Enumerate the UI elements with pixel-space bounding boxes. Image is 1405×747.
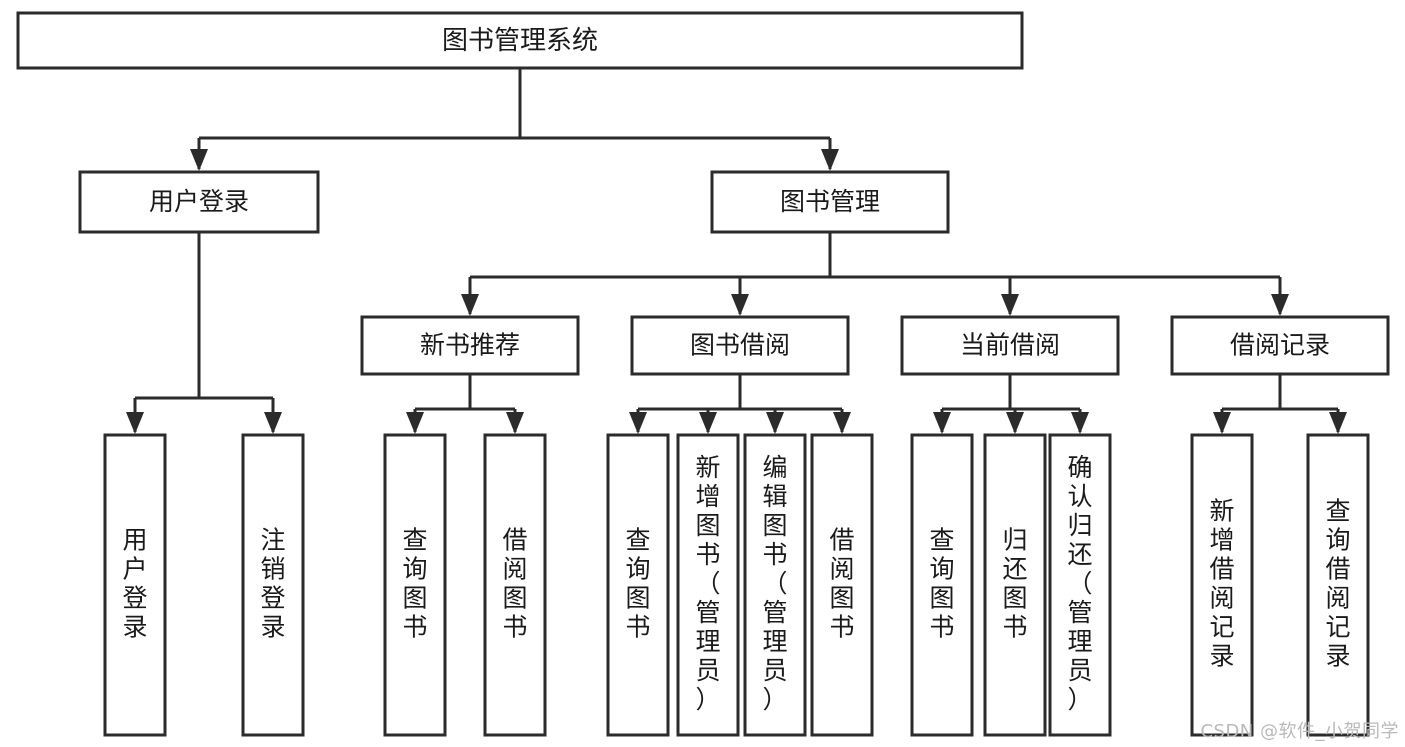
node-box-borrow-record [1170,315,1390,376]
node-label-leaf-add-record: 新增借阅记录 [1209,497,1234,671]
node-leaf-edit-book[interactable]: 编辑图书（管理员） [743,433,807,737]
arrow-icon-current-borrow [1001,294,1019,316]
arrow-icon-leaf-query-record [1329,412,1347,434]
node-new-book-recommend[interactable]: 新书推荐 [360,315,580,376]
node-leaf-add-book[interactable]: 新增图书（管理员） [676,433,740,737]
node-label-leaf-add-book: 新增图书（管理员） [695,453,720,714]
node-label-root: 图书管理系统 [442,26,598,56]
node-leaf-query-book-1[interactable]: 查询图书 [383,433,447,737]
node-book-borrow[interactable]: 图书借阅 [630,315,850,376]
node-box-leaf-query-book-3 [910,433,974,737]
node-leaf-borrow-book-2[interactable]: 借阅图书 [810,433,874,737]
node-label-current-borrow: 当前借阅 [960,331,1060,360]
node-label-leaf-edit-book: 编辑图书（管理员） [762,453,787,714]
node-label-leaf-borrow-book-1: 借阅图书 [502,526,527,642]
arrow-icon-leaf-borrow-book-1 [506,412,524,434]
arrow-icon-leaf-edit-book [766,412,784,434]
arrow-icon-leaf-query-book-2 [629,412,647,434]
node-box-leaf-query-book-1 [383,433,447,737]
arrow-icon-borrow-record [1271,294,1289,316]
arrow-icon-leaf-confirm-return [1071,412,1089,434]
arrow-icon-book-borrow [731,294,749,316]
node-leaf-return-book[interactable]: 归还图书 [983,433,1047,737]
node-book-manage[interactable]: 图书管理 [710,170,950,234]
arrow-icon-leaf-add-record [1213,412,1231,434]
node-box-leaf-add-record [1190,433,1254,737]
connector-group [126,68,1347,434]
arrow-icon-new-book-recommend [461,294,479,316]
node-leaf-confirm-return[interactable]: 确认归还（管理员） [1048,433,1112,737]
node-box-leaf-query-record [1306,433,1370,737]
node-label-leaf-user-login: 用户登录 [122,526,147,642]
node-label-book-borrow: 图书借阅 [690,331,790,360]
node-current-borrow[interactable]: 当前借阅 [900,315,1120,376]
node-label-user-login: 用户登录 [149,187,249,216]
node-leaf-user-login[interactable]: 用户登录 [103,433,167,737]
node-label-new-book-recommend: 新书推荐 [420,331,520,360]
node-leaf-logout[interactable]: 注销登录 [241,433,305,737]
node-box-leaf-confirm-return [1048,433,1112,737]
arrow-icon-leaf-query-book-3 [933,412,951,434]
node-label-leaf-logout: 注销登录 [260,526,285,642]
node-label-leaf-return-book: 归还图书 [1002,526,1027,642]
node-leaf-query-book-3[interactable]: 查询图书 [910,433,974,737]
node-box-leaf-add-book [676,433,740,737]
node-box-book-borrow [630,315,850,376]
node-group: 图书管理系统用户登录图书管理新书推荐图书借阅当前借阅借阅记录用户登录注销登录查询… [16,11,1390,737]
node-label-leaf-query-book-1: 查询图书 [402,526,427,642]
arrow-icon-leaf-logout [264,412,282,434]
node-user-login[interactable]: 用户登录 [78,170,320,234]
node-box-leaf-query-book-2 [606,433,670,737]
node-leaf-query-book-2[interactable]: 查询图书 [606,433,670,737]
arrow-icon-leaf-user-login [126,412,144,434]
arrow-icon-leaf-return-book [1006,412,1024,434]
node-label-leaf-query-record: 查询借阅记录 [1325,497,1350,671]
node-box-new-book-recommend [360,315,580,376]
node-label-leaf-query-book-3: 查询图书 [929,526,954,642]
arrow-icon-book-manage [821,149,839,171]
arrow-icon-leaf-borrow-book-2 [833,412,851,434]
node-box-root [16,11,1024,70]
arrow-icon-leaf-add-book [699,412,717,434]
node-box-leaf-borrow-book-1 [483,433,547,737]
node-label-borrow-record: 借阅记录 [1230,331,1330,360]
node-box-leaf-user-login [103,433,167,737]
node-borrow-record[interactable]: 借阅记录 [1170,315,1390,376]
node-box-leaf-logout [241,433,305,737]
node-box-leaf-borrow-book-2 [810,433,874,737]
node-label-leaf-query-book-2: 查询图书 [625,526,650,642]
node-box-leaf-return-book [983,433,1047,737]
node-label-book-manage: 图书管理 [780,187,880,216]
arrow-icon-user-login [190,149,208,171]
node-box-user-login [78,170,320,234]
node-label-leaf-confirm-return: 确认归还（管理员） [1067,453,1092,714]
node-box-book-manage [710,170,950,234]
node-leaf-add-record[interactable]: 新增借阅记录 [1190,433,1254,737]
node-leaf-query-record[interactable]: 查询借阅记录 [1306,433,1370,737]
node-box-leaf-edit-book [743,433,807,737]
node-box-current-borrow [900,315,1120,376]
node-leaf-borrow-book-1[interactable]: 借阅图书 [483,433,547,737]
arrow-icon-leaf-query-book-1 [406,412,424,434]
node-root[interactable]: 图书管理系统 [16,11,1024,70]
node-label-leaf-borrow-book-2: 借阅图书 [829,526,854,642]
